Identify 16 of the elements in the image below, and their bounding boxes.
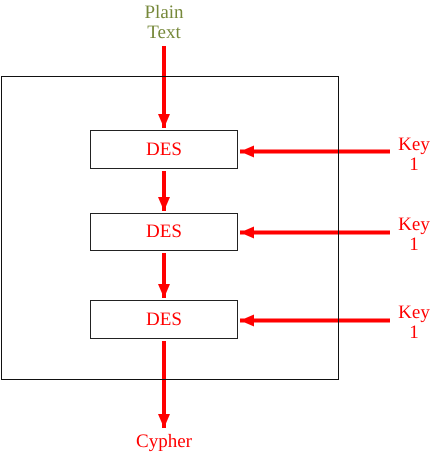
arrow	[240, 226, 390, 238]
key-label: Key 1	[392, 214, 436, 256]
arrow	[240, 146, 390, 158]
process-box: DES	[90, 300, 238, 339]
process-box: DES	[90, 213, 238, 251]
arrow	[158, 46, 170, 128]
key-label: Key 1	[392, 134, 436, 176]
arrow	[158, 253, 170, 298]
container-box	[1, 76, 339, 380]
process-box: DES	[90, 130, 238, 169]
output-label: Cypher	[124, 430, 204, 454]
arrow	[158, 341, 170, 428]
arrow	[240, 314, 390, 326]
key-label: Key 1	[392, 302, 436, 344]
input-label: Plain Text	[134, 2, 194, 44]
arrow	[158, 171, 170, 211]
